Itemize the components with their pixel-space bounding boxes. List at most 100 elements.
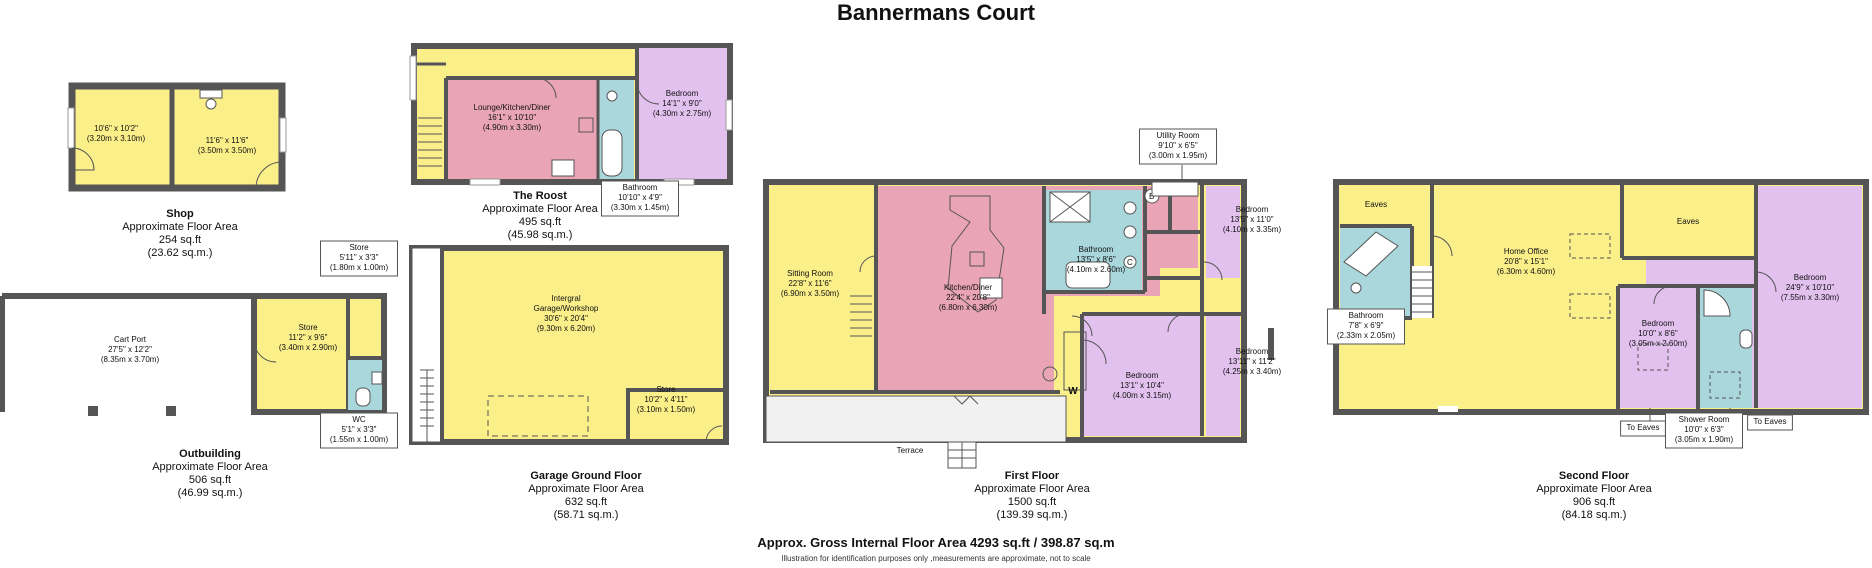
room-label-line: 13'1" x 10'4" xyxy=(1120,381,1164,390)
second-floor-caption-line: Approximate Floor Area xyxy=(1536,483,1652,495)
garage-caption-name: Garage Ground Floor xyxy=(530,470,642,482)
room-label-line: 10'6" x 10'2" xyxy=(94,124,138,133)
room-label-sf-eaves-left: To Eaves xyxy=(1620,420,1666,437)
room-label-line: Shower Room xyxy=(1679,415,1730,424)
room-label-line: Utility Room xyxy=(1156,131,1199,140)
first-floor-caption-sqft: 1500 sq.ft xyxy=(1007,496,1057,508)
room-label-box xyxy=(601,180,679,217)
room-label-shop-left: 10'6" x 10'2"(3.20m x 3.10m) xyxy=(87,124,146,143)
room-label-line: Intergral xyxy=(551,294,581,303)
room-label-box xyxy=(320,240,398,277)
roost-caption-line: Approximate Floor Area xyxy=(482,203,598,215)
room-label-line: (6.90m x 3.50m) xyxy=(781,289,840,298)
room-label-line: Bedroom xyxy=(1236,205,1269,214)
roost-caption-sqft: 495 sq.ft xyxy=(518,216,562,228)
room-label-line: (4.90m x 3.30m) xyxy=(483,123,542,132)
room-label-line: Bathroom xyxy=(1079,245,1114,254)
garage-caption: Garage Ground Floor Approximate Floor Ar… xyxy=(496,470,676,522)
room-label-line: 14'1" x 9'0" xyxy=(662,99,702,108)
room-label-ff-w: W xyxy=(1068,386,1078,397)
room-label-out-wc: WC5'1" x 3'3"(1.55m x 1.00m) xyxy=(320,412,398,449)
room-label-line: (3.30m x 1.45m) xyxy=(611,203,670,212)
second-floor-plan xyxy=(1333,179,1869,424)
room-label-line: 22'8" x 11'6" xyxy=(788,279,831,288)
second-floor-caption-sqft: 906 sq.ft xyxy=(1572,496,1616,508)
second-floor-caption: Second Floor Approximate Floor Area 906 … xyxy=(1514,470,1674,522)
room-label-line: 10'10" x 4'9" xyxy=(618,193,662,202)
room-label-sf-eaves1: Eaves xyxy=(1365,200,1387,209)
room-label-box xyxy=(1620,420,1666,437)
room-label-line: (4.00m x 3.15m) xyxy=(1113,391,1172,400)
room-label-line: 10'0" x 6'3" xyxy=(1684,425,1724,434)
roost-caption: The Roost Approximate Floor Area 495 sq.… xyxy=(460,190,620,242)
room-label-line: Bedroom xyxy=(1236,347,1269,356)
roost-plan xyxy=(409,43,733,186)
first-floor-caption: First Floor Approximate Floor Area 1500 … xyxy=(952,470,1112,522)
room-label-line: 5'1" x 3'3" xyxy=(342,425,377,434)
outbuilding-caption-sqft: 506 sq.ft xyxy=(188,474,232,486)
room-label-line: Kitchen/Diner xyxy=(944,283,992,292)
shop-caption: Shop Approximate Floor Area 254 sq.ft (2… xyxy=(100,208,260,260)
shop-plan xyxy=(67,82,287,192)
room-label-line: 13'5" x 11'0" xyxy=(1230,215,1273,224)
room-label-line: Bathroom xyxy=(623,183,658,192)
room-label-line: 11'2" x 9'6" xyxy=(289,333,328,342)
room-label-line: (2.33m x 2.05m) xyxy=(1337,331,1396,340)
room-label-line: 10'2" x 4'11" xyxy=(644,395,687,404)
room-label-line: (1.55m x 1.00m) xyxy=(330,435,389,444)
room-label-line: 10'0" x 8'6" xyxy=(1638,329,1678,338)
room-label-line: (3.00m x 1.95m) xyxy=(1149,151,1208,160)
room-label-line: (4.10m x 2.60m) xyxy=(1067,265,1126,274)
cylinder-letter: C xyxy=(1127,258,1133,267)
room-label-shop-right: 11'6" x 11'6"(3.50m x 3.50m) xyxy=(198,136,257,155)
room-label-line: W xyxy=(1068,386,1078,397)
room-label-line: Sitting Room xyxy=(787,269,833,278)
room-label-line: 20'8" x 15'1" xyxy=(1504,257,1548,266)
room-label-line: To Eaves xyxy=(1627,423,1660,432)
shop-caption-name: Shop xyxy=(166,208,194,220)
room-label-box xyxy=(320,412,398,449)
room-label-box xyxy=(1327,308,1405,345)
garage-caption-line: Approximate Floor Area xyxy=(528,483,644,495)
room-label-box xyxy=(1665,412,1743,449)
shop-caption-sqm: (23.62 sq.m.) xyxy=(147,247,213,259)
room-label-line: WC xyxy=(352,415,366,424)
room-label-box xyxy=(1139,128,1217,165)
room-label-line: (3.20m x 3.10m) xyxy=(87,134,146,143)
room-label-line: Lounge/Kitchen/Diner xyxy=(474,103,551,112)
room-label-line: 13'11" x 11'2" xyxy=(1228,357,1275,366)
room-label-line: Cart Port xyxy=(114,335,147,344)
first-floor-caption-name: First Floor xyxy=(1004,470,1060,482)
first-floor-caption-sqm: (139.39 sq.m.) xyxy=(996,509,1068,521)
room-label-line: 11'6" x 11'6" xyxy=(206,136,249,145)
garage-caption-sqft: 632 sq.ft xyxy=(564,496,608,508)
outbuilding-caption-name: Outbuilding xyxy=(179,448,241,460)
room-label-line: 16'1" x 10'10" xyxy=(488,113,536,122)
room-label-line: (3.05m x 2.60m) xyxy=(1629,339,1688,348)
roost-caption-name: The Roost xyxy=(513,190,567,202)
garage-plan xyxy=(409,245,729,445)
room-label-line: Store xyxy=(349,243,369,252)
room-label-line: (4.10m x 3.35m) xyxy=(1223,225,1282,234)
room-label-line: (3.05m x 1.90m) xyxy=(1675,435,1734,444)
room-label-line: Terrace xyxy=(897,446,924,455)
room-label-sf-eaves2: Eaves xyxy=(1677,217,1699,226)
outbuilding-plan xyxy=(0,293,387,416)
room-label-line: (6.80m x 6.30m) xyxy=(939,303,998,312)
room-label-ff-terrace: Terrace xyxy=(897,446,924,455)
